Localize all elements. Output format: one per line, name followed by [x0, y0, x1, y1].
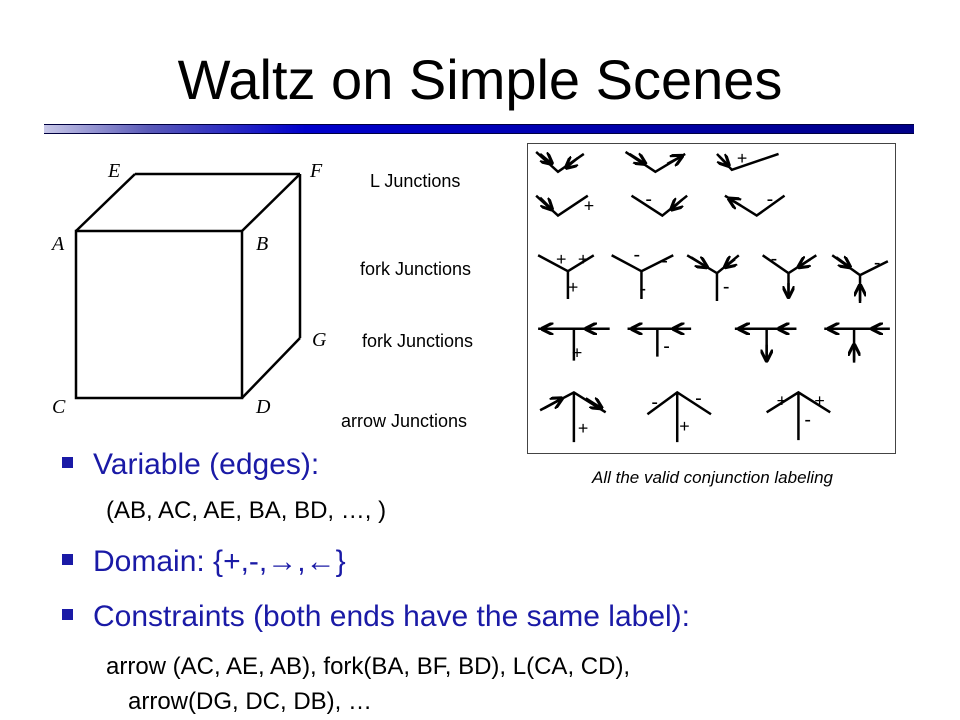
cube-point-f: F	[309, 160, 323, 182]
bullet-constraints-sub-2: arrow(DG, DC, DB), …	[128, 688, 373, 715]
bullet-domain: Domain: {+,-,→,←}	[62, 545, 346, 579]
cube-edge-ae	[75, 173, 136, 232]
svg-text:-: -	[767, 189, 774, 211]
svg-text:+: +	[777, 390, 787, 410]
junction-label-fork-2: fork Junctions	[362, 331, 474, 351]
svg-text:-: -	[695, 387, 702, 409]
cube-point-a: A	[50, 233, 65, 255]
bullet-text: Domain: {+,-,→,←}	[93, 545, 346, 578]
fork-junction-7: -	[627, 329, 692, 358]
cube-point-b: B	[256, 233, 268, 255]
cube-point-d: D	[255, 396, 271, 418]
bullet-variable: Variable (edges):	[62, 448, 319, 482]
cube-diagram: E F A B G C D	[50, 160, 327, 418]
bullet-constraints-sub-1: arrow (AC, AE, AB), fork(BA, BF, BD), L(…	[106, 653, 631, 680]
fork-junction-4: -	[761, 248, 817, 299]
svg-text:-: -	[639, 278, 646, 300]
l-junction-5: -	[630, 189, 688, 218]
l-junction-1	[535, 151, 585, 174]
svg-text:+: +	[568, 277, 578, 297]
bullet-text: Variable (edges):	[93, 448, 320, 481]
cube-edge-bf	[241, 173, 301, 232]
svg-text:-: -	[874, 252, 881, 274]
svg-text:-: -	[661, 250, 668, 272]
cube-edge-gd	[241, 337, 301, 399]
svg-text:-: -	[634, 244, 641, 266]
arrow-junction-2: --+	[646, 387, 712, 443]
svg-text:+: +	[814, 390, 824, 410]
fork-junction-5: -	[831, 252, 889, 303]
bullet-square-icon	[62, 608, 73, 620]
svg-text:-: -	[651, 391, 658, 413]
bullet-square-icon	[62, 553, 73, 565]
fork-junction-3: -	[686, 254, 740, 301]
junction-label-arrow: arrow Junctions	[341, 411, 468, 431]
svg-text:+: +	[572, 343, 582, 363]
l-junction-3: +	[716, 148, 779, 172]
svg-text:+: +	[584, 196, 594, 216]
cube-point-g: G	[312, 329, 327, 351]
panel-caption: All the valid conjunction labeling	[592, 468, 833, 487]
arrow-junction-3: + +-	[765, 390, 831, 441]
svg-text:+: +	[737, 148, 747, 168]
junction-label-l: L Junctions	[370, 171, 461, 191]
cube-point-c: C	[52, 396, 66, 418]
bullet-square-icon	[62, 456, 73, 468]
slide-title: Waltz on Simple Scenes	[177, 48, 783, 111]
svg-text:+: +	[578, 249, 588, 269]
arrow-junction-1: +	[539, 390, 607, 443]
svg-text:-: -	[771, 248, 778, 270]
title-rule	[44, 124, 914, 134]
cube-point-e: E	[107, 160, 120, 182]
svg-text:+: +	[578, 418, 588, 438]
bullet-variable-sub: (AB, AC, AE, BA, BD, …, )	[106, 497, 387, 524]
svg-text:-: -	[804, 409, 811, 431]
bullet-text: Constraints (both ends have the same lab…	[93, 600, 690, 633]
svg-text:-: -	[645, 189, 652, 211]
fork-junction-8	[734, 329, 797, 363]
l-junction-6: -	[724, 189, 786, 218]
svg-text:-: -	[663, 336, 670, 358]
bullet-constraints: Constraints (both ends have the same lab…	[62, 600, 690, 634]
svg-text:+: +	[679, 416, 689, 436]
l-junction-2	[624, 150, 686, 174]
fork-junction-9	[824, 329, 890, 363]
fork-junction-2: ---	[611, 244, 674, 300]
svg-text:-: -	[723, 276, 730, 298]
junction-label-fork-1: fork Junctions	[360, 259, 472, 279]
fork-junction-1: +++	[537, 249, 595, 299]
svg-text:+: +	[556, 249, 566, 269]
l-junction-4: +	[535, 194, 594, 218]
junction-labeling-panel: + + - - +++ --- - - - + - + --+ ++-	[527, 143, 896, 454]
cube-front-face	[74, 229, 244, 400]
fork-junction-6: +	[538, 329, 610, 363]
